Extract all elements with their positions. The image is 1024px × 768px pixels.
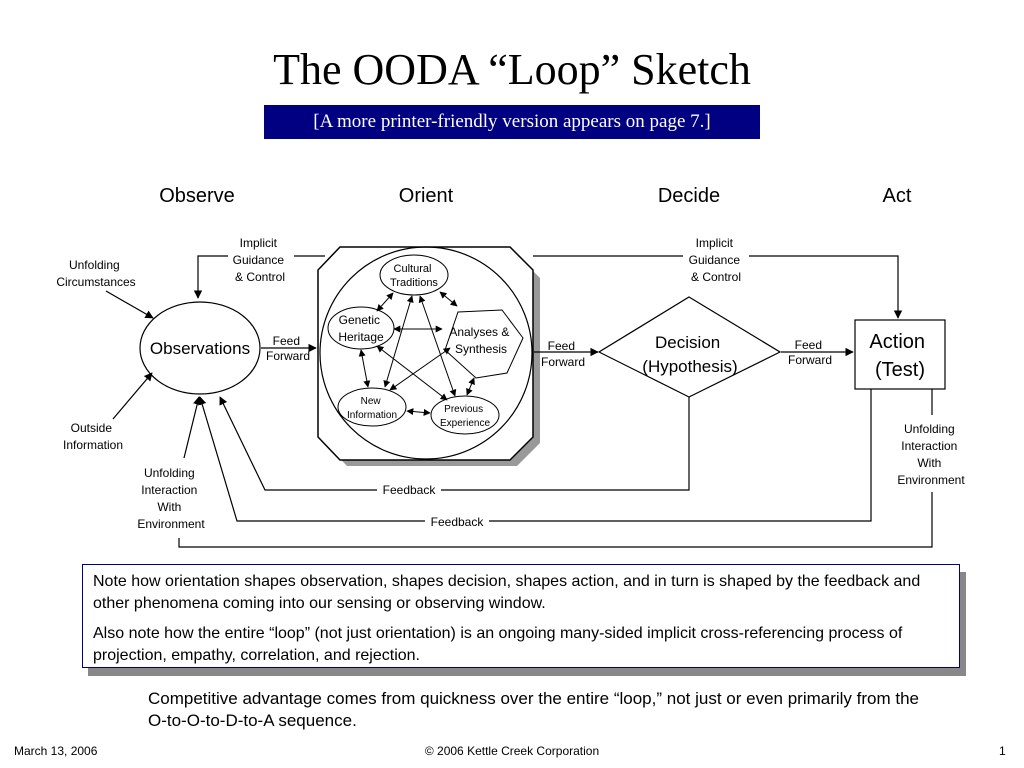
note-box: Note how orientation shapes observation,… — [82, 564, 960, 668]
feed-forward-arrows — [261, 343, 854, 357]
unfolding-interaction-right-label: Unfolding Interaction With Environment — [897, 422, 965, 487]
previous-experience-node — [430, 395, 500, 435]
orient-circle — [319, 246, 533, 460]
phase-observe: Observe — [159, 185, 235, 207]
feedback-label-2: Feedback — [431, 515, 485, 529]
page-title: The OODA “Loop” Sketch — [273, 45, 751, 94]
printer-friendly-banner: [A more printer-friendly version appears… — [264, 105, 760, 139]
orient-cross-arrows — [358, 291, 475, 416]
note-paragraph-1: Note how orientation shapes observation,… — [93, 573, 921, 612]
footer-date: March 13, 2006 — [14, 744, 98, 758]
observations-label: Observations — [150, 339, 250, 358]
footer-page-number: 1 — [999, 744, 1006, 758]
feedback-lines — [178, 389, 933, 548]
action-label: Action (Test) — [869, 331, 930, 381]
outside-information-label: Outside Information — [63, 421, 123, 452]
implicit-guidance-lines — [193, 255, 903, 319]
observation-input-arrows — [105, 290, 202, 459]
action-node — [854, 319, 946, 390]
analyses-label: Analyses & Synthesis — [449, 325, 512, 356]
observations-node — [139, 301, 261, 395]
feed-forward-label-1: Feed Forward — [266, 334, 310, 363]
genetic-label: Genetic Heritage — [338, 313, 384, 344]
phase-orient: Orient — [399, 185, 454, 207]
feedback-label-1: Feedback — [383, 483, 437, 497]
decision-label: Decision (Hypothesis) — [642, 333, 737, 376]
feed-forward-label-3: Feed Forward — [788, 338, 832, 367]
new-info-label: New Information — [347, 396, 397, 421]
phase-decide: Decide — [658, 185, 720, 207]
phase-act: Act — [883, 185, 912, 207]
footer-copyright: © 2006 Kettle Creek Corporation — [424, 744, 600, 758]
unfolding-circumstances-label: Unfolding Circumstances — [56, 258, 135, 289]
feed-forward-label-2: Feed Forward — [541, 339, 585, 369]
implicit-guidance-left-label: Implicit Guidance & Control — [233, 236, 288, 284]
implicit-guidance-right-label: Implicit Guidance & Control — [689, 236, 744, 284]
unfolding-interaction-left-label: Unfolding Interaction With Environment — [137, 466, 205, 531]
note-paragraph-2: Also note how the entire “loop” (not jus… — [93, 625, 903, 664]
cultural-label: Cultural Traditions — [390, 263, 438, 289]
cultural-traditions-node — [379, 254, 449, 296]
competitive-advantage-text: Competitive advantage comes from quickne… — [148, 689, 920, 730]
previous-label: Previous Experience — [440, 404, 490, 429]
